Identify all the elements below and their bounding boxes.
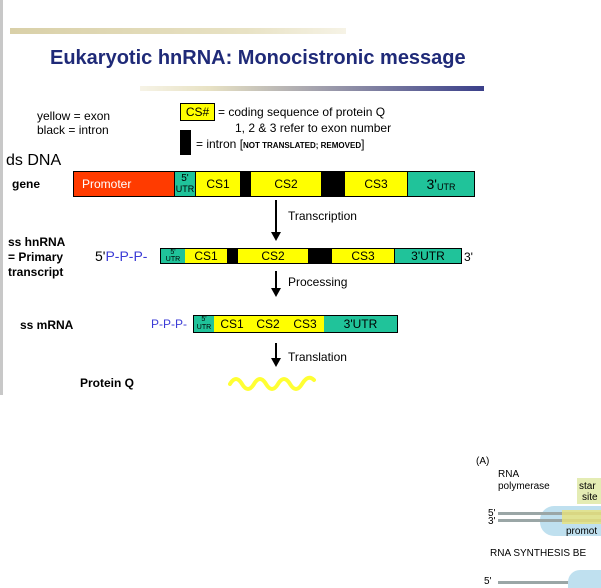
legend-intron-text: = intron [ bbox=[196, 137, 244, 151]
panel-a-5prime-lower: 5' bbox=[484, 576, 492, 587]
gene-utr5-label: UTR bbox=[175, 184, 195, 194]
title-decoration-top bbox=[10, 28, 346, 34]
mrna-cs2: CS2 bbox=[250, 316, 286, 332]
mrna-label: ss mRNA bbox=[20, 318, 74, 332]
gene-intron-1 bbox=[240, 172, 251, 196]
panel-a-3prime: 3' bbox=[488, 516, 496, 527]
gene-cs2: CS2 bbox=[251, 172, 321, 196]
gene-promoter: Promoter bbox=[74, 172, 174, 196]
legend-exon: yellow = exon bbox=[37, 109, 111, 123]
panel-a-start-label: star bbox=[579, 481, 596, 492]
legend-intron: black = intron bbox=[37, 123, 109, 137]
translation-arrow-line bbox=[275, 343, 277, 359]
panel-a-dna-bottom-strand bbox=[498, 519, 601, 522]
translation-label: Translation bbox=[288, 350, 347, 364]
hnrna-cs3: CS3 bbox=[332, 249, 394, 263]
mrna-utr3: 3'UTR bbox=[324, 316, 397, 332]
mrna-cs1: CS1 bbox=[214, 316, 250, 332]
title-decoration-bottom bbox=[140, 86, 484, 91]
hnrna-cs2: CS2 bbox=[238, 249, 308, 263]
panel-a-rna-label: RNA bbox=[498, 469, 520, 480]
ds-dna-label: ds DNA bbox=[6, 152, 62, 169]
hnrna-intron-1 bbox=[227, 249, 238, 263]
panel-a-5prime: 5' bbox=[488, 508, 496, 519]
mrna-utr5-prime: 5' bbox=[201, 316, 207, 323]
legend-exon-number-note: 1, 2 & 3 refer to exon number bbox=[235, 121, 392, 135]
gene-cs1: CS1 bbox=[196, 172, 240, 196]
panel-a-lower-polymerase bbox=[568, 570, 601, 588]
panel-a-synthesis-label: RNA SYNTHESIS BE bbox=[490, 548, 587, 559]
hnrna-intron-2 bbox=[308, 249, 332, 263]
panel-a-label: (A) bbox=[476, 456, 490, 467]
gene-bar: Promoter 5'UTR CS1 CS2 CS3 3'UTR bbox=[73, 171, 475, 197]
hnrna-label-2: = Primary bbox=[8, 250, 64, 264]
slide-title: Eukaryotic hnRNA: Monocistronic message bbox=[50, 47, 466, 69]
hnrna-3prime: 3' bbox=[464, 250, 473, 264]
hnrna-5prime: 5' bbox=[95, 248, 106, 264]
gene-utr3: 3'UTR bbox=[407, 172, 474, 196]
protein-squiggle bbox=[228, 375, 316, 391]
protein-label: Protein Q bbox=[80, 376, 135, 390]
hnrna-cs1: CS1 bbox=[185, 249, 227, 263]
hnrna-utr3: 3'UTR bbox=[394, 249, 461, 263]
gene-cs3: CS3 bbox=[345, 172, 407, 196]
mrna-cs3: CS3 bbox=[286, 316, 324, 332]
mrna-utr5: 5'UTR bbox=[194, 316, 214, 332]
panel-a-promoter-label: promot bbox=[566, 526, 598, 537]
processing-label: Processing bbox=[288, 275, 348, 289]
legend-cs-box: CS# bbox=[180, 103, 215, 121]
legend-cs-description: = coding sequence of protein Q bbox=[218, 105, 386, 119]
legend-intron-close: ] bbox=[361, 137, 365, 151]
panel-a-lower-strand bbox=[498, 581, 601, 584]
hnrna-utr5-label: UTR bbox=[165, 256, 181, 263]
mrna-bar: 5'UTR CS1 CS2 CS3 3'UTR bbox=[193, 315, 398, 333]
gene-utr3-label: UTR bbox=[436, 181, 456, 192]
protein-chain bbox=[228, 375, 316, 391]
processing-arrow-line bbox=[275, 271, 277, 289]
panel-a-polymerase-label: polymerase bbox=[498, 481, 550, 492]
panel-a-dna-top-strand bbox=[498, 512, 601, 515]
gene-utr5: 5'UTR bbox=[174, 172, 196, 196]
legend-intron-note: NOT TRANSLATED; REMOVED bbox=[243, 141, 362, 150]
transcription-label: Transcription bbox=[288, 209, 357, 223]
legend-intron-symbol bbox=[180, 130, 191, 155]
hnrna-utr5-prime: 5' bbox=[170, 249, 176, 256]
hnrna-utr5: 5'UTR bbox=[161, 249, 185, 263]
mrna-triphosphate: P-P-P- bbox=[151, 317, 187, 331]
gene-label: gene bbox=[12, 177, 41, 191]
gene-utr3-prime: 3' bbox=[426, 176, 437, 192]
gene-utr5-prime: 5' bbox=[181, 173, 189, 184]
legend-intron-description: = intron [NOT TRANSLATED; REMOVED] bbox=[196, 137, 364, 153]
hnrna-label-1: ss hnRNA bbox=[8, 235, 66, 249]
hnrna-triphosphate: P-P-P- bbox=[105, 248, 148, 264]
slide-left-edge bbox=[0, 0, 3, 395]
gene-intron-2 bbox=[321, 172, 345, 196]
hnrna-label-3: transcript bbox=[8, 265, 64, 279]
transcription-arrow-line bbox=[275, 200, 277, 232]
processing-arrow-head bbox=[271, 288, 281, 297]
hnrna-5prime-end: 5'P-P-P- bbox=[95, 248, 147, 264]
hnrna-bar: 5'UTR CS1 CS2 CS3 3'UTR bbox=[160, 248, 462, 264]
panel-a-start-site-box bbox=[577, 478, 601, 504]
panel-a-promoter-region bbox=[562, 510, 601, 524]
transcription-arrow-head bbox=[271, 232, 281, 241]
panel-a-site-label: site bbox=[582, 492, 598, 503]
translation-arrow-head bbox=[271, 358, 281, 367]
mrna-utr5-label: UTR bbox=[196, 324, 212, 331]
